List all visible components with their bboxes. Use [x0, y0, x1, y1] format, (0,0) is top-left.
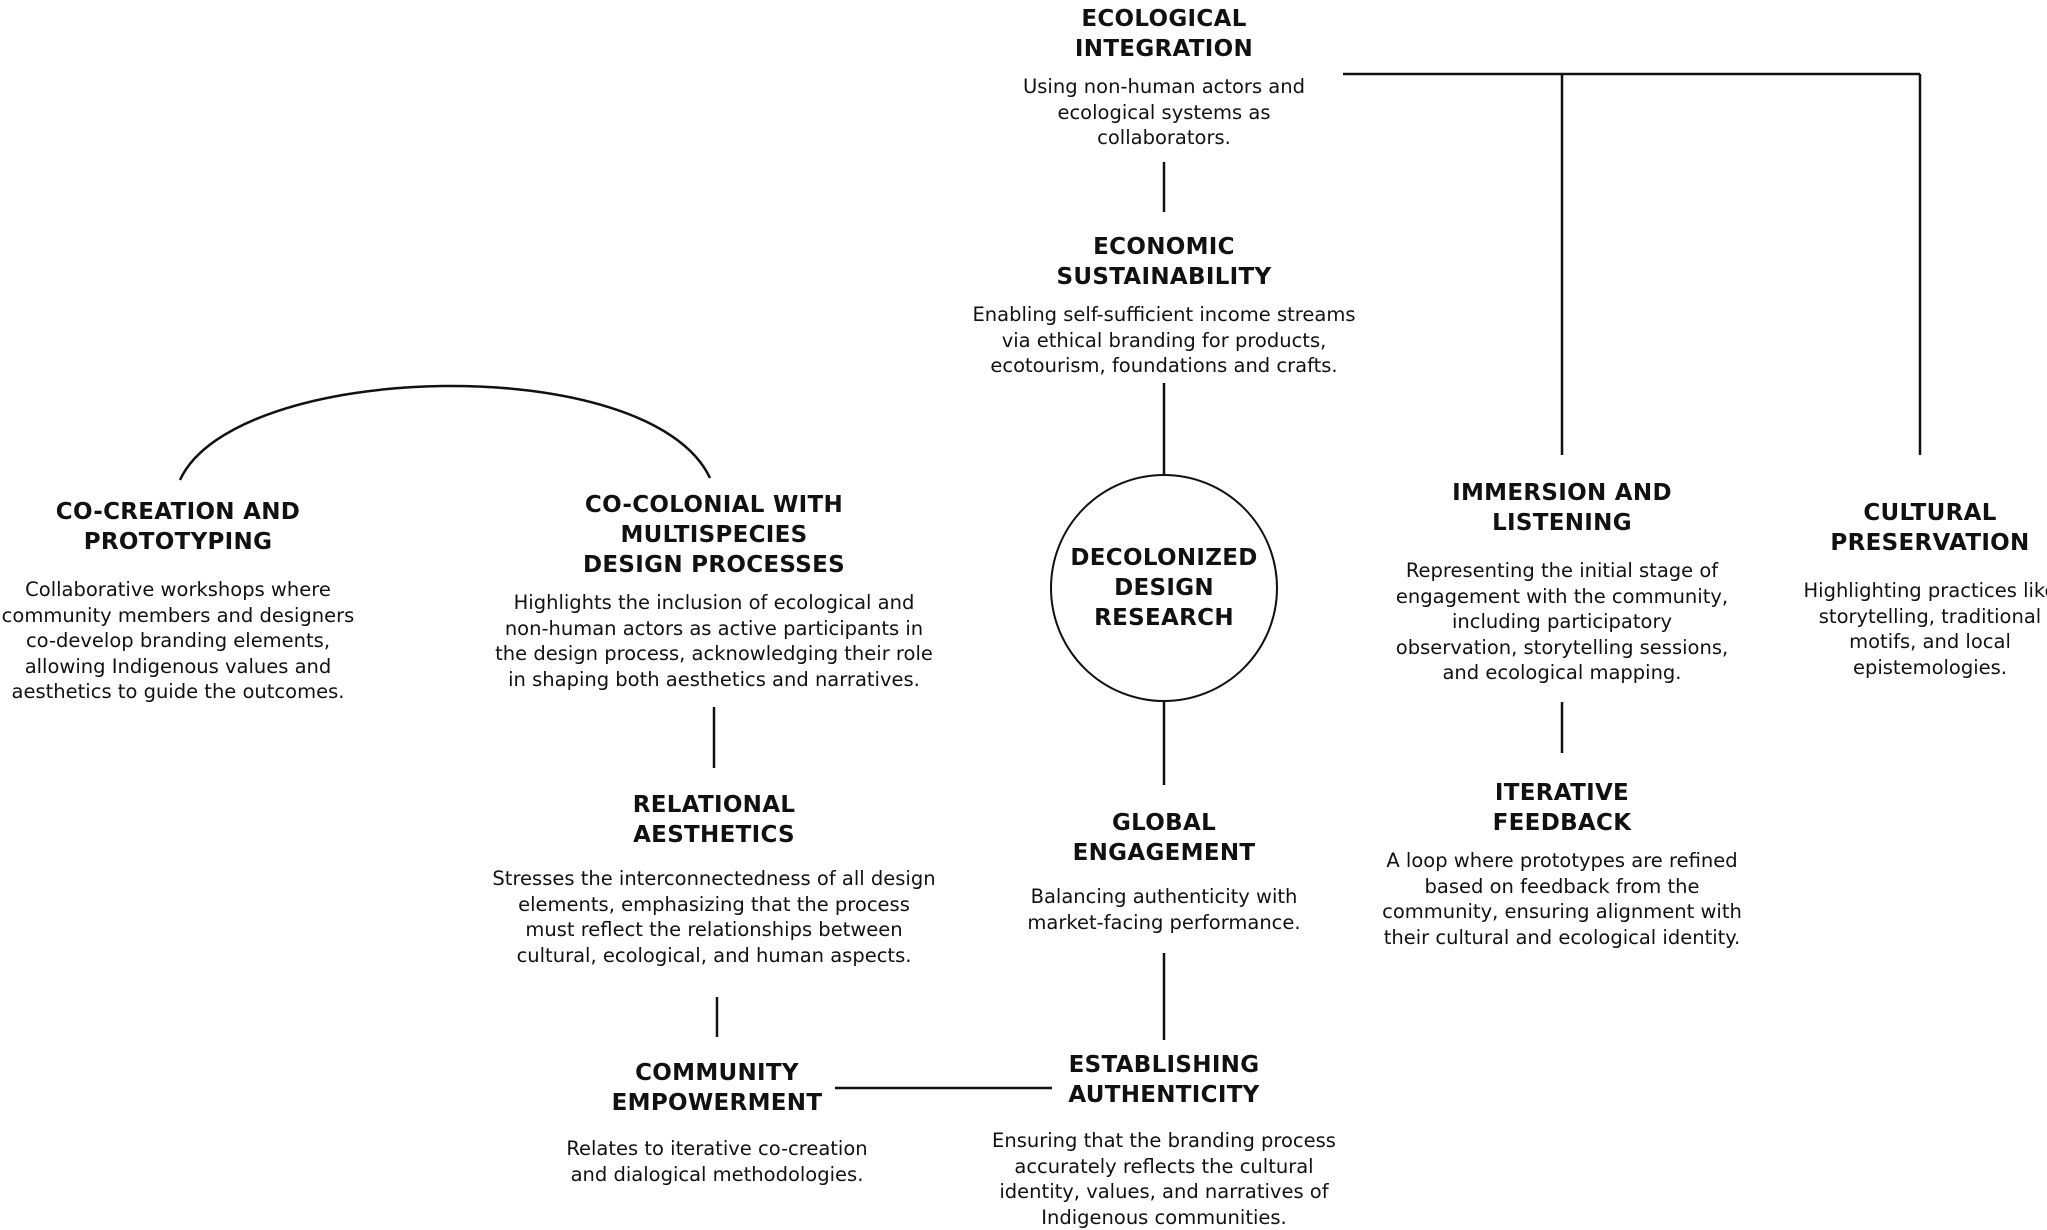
- node-title: CO-COLONIAL WITH MULTISPECIES DESIGN PRO…: [583, 492, 845, 578]
- node-title: CO-CREATION AND PROTOTYPING: [55, 499, 301, 555]
- node-description: Balancing authenticity with market-facin…: [1027, 885, 1301, 934]
- node-description: Using non-human actors and ecological sy…: [1023, 75, 1305, 149]
- node-ecological-integration: ECOLOGICAL INTEGRATION Using non-human a…: [964, 4, 1364, 151]
- node-description: Enabling self-sufficient income streams …: [972, 303, 1356, 377]
- node-title: ECONOMIC SUSTAINABILITY: [1056, 234, 1272, 290]
- node-establishing-authenticity: ESTABLISHING AUTHENTICITY Ensuring that …: [964, 1050, 1364, 1230]
- node-co-creation: CO-CREATION AND PROTOTYPING Collaborativ…: [0, 497, 356, 705]
- node-relational-aesthetics: RELATIONAL AESTHETICS Stresses the inter…: [464, 790, 964, 968]
- node-description: Highlighting practices like storytelling…: [1803, 579, 2047, 679]
- node-description: Ensuring that the branding process accur…: [992, 1129, 1336, 1229]
- node-title: IMMERSION AND LISTENING: [1452, 480, 1672, 536]
- connector-arc-cocreation-cocolonial: [178, 384, 712, 481]
- node-title: COMMUNITY EMPOWERMENT: [611, 1060, 823, 1116]
- node-title: ESTABLISHING AUTHENTICITY: [1068, 1052, 1260, 1108]
- node-description: A loop where prototypes are refined base…: [1382, 849, 1742, 949]
- node-description: Collaborative workshops where community …: [1, 578, 355, 703]
- node-iterative-feedback: ITERATIVE FEEDBACK A loop where prototyp…: [1362, 778, 1762, 950]
- node-cultural-preservation: CULTURAL PRESERVATION Highlighting pract…: [1780, 498, 2047, 680]
- node-co-colonial: CO-COLONIAL WITH MULTISPECIES DESIGN PRO…: [464, 490, 964, 692]
- node-title: ITERATIVE FEEDBACK: [1492, 780, 1632, 836]
- node-description: Stresses the interconnectedness of all d…: [492, 867, 936, 967]
- node-immersion: IMMERSION AND LISTENING Representing the…: [1362, 478, 1762, 686]
- node-title: ECOLOGICAL INTEGRATION: [1074, 6, 1254, 62]
- node-title: CULTURAL PRESERVATION: [1830, 500, 2030, 556]
- node-description: Representing the initial stage of engage…: [1395, 559, 1729, 684]
- node-economic-sustainability: ECONOMIC SUSTAINABILITY Enabling self-su…: [914, 232, 1414, 379]
- center-hub: DECOLONIZED DESIGN RESEARCH: [1050, 474, 1278, 702]
- node-global-engagement: GLOBAL ENGAGEMENT Balancing authenticity…: [964, 808, 1364, 935]
- node-title: GLOBAL ENGAGEMENT: [1072, 810, 1256, 866]
- node-title: RELATIONAL AESTHETICS: [632, 792, 796, 848]
- node-community-empowerment: COMMUNITY EMPOWERMENT Relates to iterati…: [517, 1058, 917, 1187]
- node-description: Relates to iterative co-creation and dia…: [566, 1137, 868, 1186]
- node-description: Highlights the inclusion of ecological a…: [495, 591, 933, 691]
- center-title: DECOLONIZED DESIGN RESEARCH: [1070, 545, 1258, 631]
